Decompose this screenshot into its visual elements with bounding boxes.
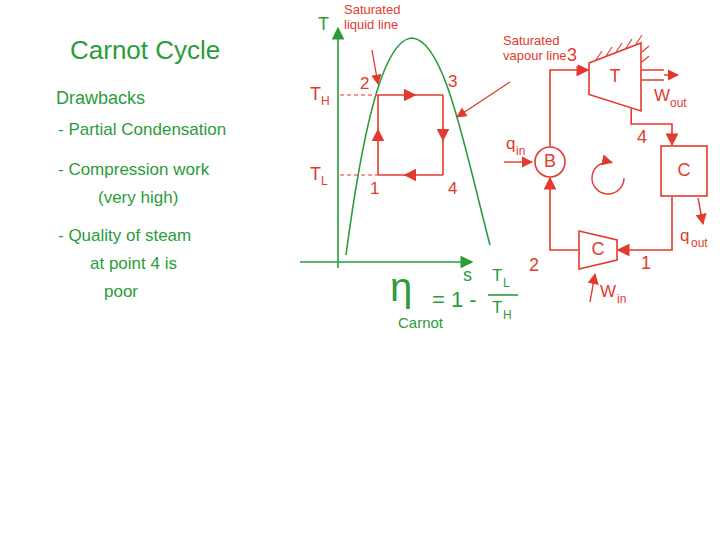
condenser-box: C — [660, 145, 708, 197]
subscript: in — [617, 293, 626, 307]
work-in-arrow — [590, 274, 595, 302]
fraction-bar — [488, 294, 518, 296]
state-number: 4 — [636, 128, 648, 148]
tl-level-line — [340, 174, 378, 175]
compressor-shape: C — [578, 230, 618, 270]
heat-in-arrow — [504, 161, 532, 162]
callout-text: Saturated liquid line — [344, 3, 412, 33]
bullet-text: - Quality of steam — [58, 226, 191, 246]
temperature-label: T — [310, 84, 321, 105]
bullet-text: - Compression work — [58, 160, 209, 180]
bullet-text: (very high) — [98, 188, 178, 208]
axis-label: T — [318, 14, 329, 35]
component-letter: C — [678, 161, 691, 181]
cycle-process-3-4 — [442, 95, 444, 175]
component-letter: C — [592, 240, 605, 260]
boiler-circle — [535, 147, 565, 177]
subscript: H — [321, 95, 330, 109]
subscript: Carnot — [398, 314, 443, 331]
subscript: out — [670, 97, 687, 111]
work-label: W — [654, 86, 670, 106]
efficiency-symbol: η — [390, 264, 412, 310]
subscript: out — [691, 237, 708, 251]
boiler-circle: B — [534, 146, 566, 178]
entropy-axis — [300, 261, 472, 263]
subscript: in — [516, 145, 525, 159]
formula-text: = 1 - — [432, 287, 477, 312]
bullet-text: at point 4 is — [90, 254, 177, 274]
component-letter: B — [544, 152, 556, 172]
flow-line — [618, 197, 672, 250]
heat-label: q — [506, 134, 515, 154]
turbine-shape — [589, 43, 641, 111]
cycle-process-2-3 — [378, 94, 443, 96]
state-number: 2 — [528, 256, 540, 276]
compressor-shape — [579, 231, 617, 269]
heat-out-arrow — [698, 198, 703, 224]
cycle-process-1-2 — [377, 95, 379, 175]
state-number: 3 — [448, 72, 457, 92]
temperature-axis — [337, 28, 339, 268]
formula-text: T — [492, 266, 502, 286]
state-number: 3 — [566, 46, 578, 66]
work-label: W — [600, 282, 616, 302]
condenser-box — [661, 146, 707, 196]
subscript: L — [503, 277, 510, 291]
flow-line — [550, 178, 578, 250]
leader-line — [457, 82, 510, 117]
axis-label: s — [463, 265, 472, 286]
turbine-shape: T — [588, 42, 642, 112]
cycle-direction-arrow — [592, 162, 624, 194]
state-number: 1 — [370, 179, 379, 199]
state-number: 2 — [360, 74, 369, 94]
flow-line — [550, 70, 588, 146]
turbine-shaft — [642, 70, 664, 80]
heading-text: Drawbacks — [56, 88, 145, 109]
subscript: L — [321, 175, 328, 189]
title-text: Carnot Cycle — [70, 36, 220, 66]
cycle-process-4-1 — [378, 174, 443, 176]
formula-text: T — [492, 298, 502, 318]
work-out-arrow — [664, 74, 678, 75]
state-number: 4 — [448, 179, 457, 199]
bullet-text: - Partial Condensation — [58, 120, 226, 140]
th-level-line — [340, 94, 378, 95]
state-number: 1 — [640, 254, 652, 274]
subscript: H — [503, 309, 512, 323]
leader-line — [372, 50, 378, 84]
component-letter: T — [610, 67, 621, 87]
heat-label: q — [680, 226, 689, 246]
bullet-text: poor — [104, 282, 138, 302]
saturation-dome — [346, 38, 490, 255]
temperature-label: T — [310, 164, 321, 185]
